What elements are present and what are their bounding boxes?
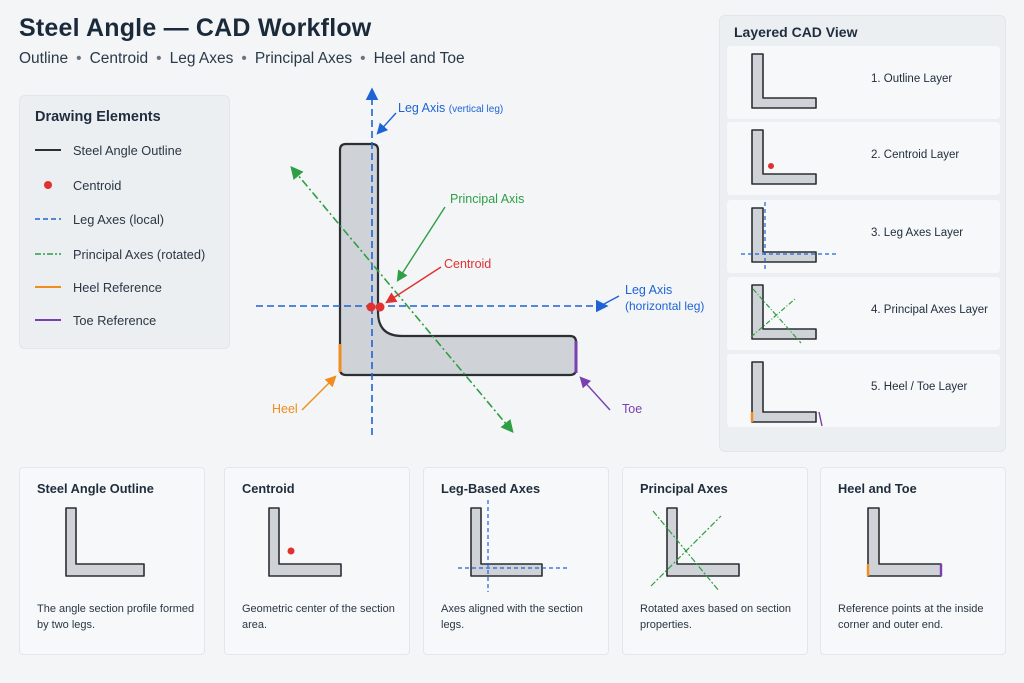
legend-title: Drawing Elements (35, 109, 161, 125)
subtitle-item-centroid: Centroid (89, 50, 149, 67)
card-title: Leg-Based Axes (441, 481, 541, 496)
layer-label: 1. Outline Layer (871, 73, 953, 85)
card-description: Axes aligned with the section legs. (441, 603, 583, 631)
principal-axes-layer-thumbnail (750, 284, 817, 344)
leg-axis-horizontal-leader (603, 295, 620, 305)
leg-axis-vertical-label: Leg Axis (vertical leg) (398, 101, 503, 115)
subtitle-item-outline: Outline (19, 50, 69, 67)
card-title: Steel Angle Outline (37, 481, 154, 496)
legend-label: Toe Reference (73, 312, 157, 328)
legend-panel: Drawing Elements Steel Angle Outline Cen… (19, 95, 230, 349)
solid-line-swatch (35, 143, 61, 157)
legend-item-toe: Toe Reference (35, 310, 156, 330)
outline-thumbnail (65, 507, 145, 577)
heel-toe-thumbnail (866, 507, 943, 577)
card-heel-and-toe: Heel and Toe Reference points at the ins… (820, 467, 1006, 655)
separator-dot: • (241, 50, 247, 67)
centroid-layer-thumbnail (751, 129, 817, 185)
leg-axis-vertical-leader (376, 112, 397, 135)
card-description: The angle section profile formed by two … (37, 603, 195, 631)
heel-toe-layer-thumbnail (750, 361, 823, 427)
card-description: Geometric center of the section area. (242, 603, 395, 631)
card-steel-angle-outline: Steel Angle Outline The angle section pr… (19, 467, 205, 655)
layer-card-leg-axes: 3. Leg Axes Layer (727, 200, 1000, 273)
centroid-label: Centroid (444, 257, 491, 271)
leg-axes-thumbnail (458, 500, 570, 592)
legend-label: Steel Angle Outline (73, 142, 182, 158)
card-title: Centroid (242, 481, 295, 496)
principal-axis-leader (396, 206, 446, 282)
orange-line-swatch (35, 280, 61, 294)
subtitle-item-leg-axes: Leg Axes (169, 50, 234, 67)
legend-label: Principal Axes (rotated) (73, 246, 206, 262)
outline-layer-thumbnail (751, 53, 817, 109)
separator-dot: • (76, 50, 82, 67)
principal-axis (290, 166, 514, 433)
card-leg-based-axes: Leg-Based Axes Axes aligned with the sec… (423, 467, 609, 655)
dashed-line-swatch (35, 212, 61, 226)
layer-card-outline: 1. Outline Layer (727, 46, 1000, 119)
principal-axes-thumbnail (650, 507, 740, 592)
main-angle-diagram: Leg Axis (vertical leg) Principal Axis C… (256, 87, 704, 435)
page-subtitle: Outline • Centroid • Leg Axes • Principal Axes… (19, 50, 465, 68)
layers-title: Layered CAD View (734, 24, 858, 40)
leg-axis-horizontal-note: (horizontal leg) (625, 299, 704, 313)
card-description: Rotated axes based on section properties… (640, 603, 792, 631)
subtitle-item-principal-axes: Principal Axes (254, 50, 353, 67)
separator-dot: • (156, 50, 162, 67)
layer-label: 2. Centroid Layer (871, 149, 960, 161)
card-title: Principal Axes (640, 481, 728, 496)
page-title: Steel Angle — CAD Workflow (19, 14, 372, 42)
layered-cad-view-panel: Layered CAD View 1. Outline Layer 2. Cen… (719, 15, 1006, 452)
separator-dot: • (360, 50, 366, 67)
legend-label: Centroid (73, 177, 122, 193)
leg-axis-horizontal-label: Leg Axis (625, 283, 672, 297)
principal-axis-label: Principal Axis (450, 192, 524, 206)
dashdot-line-swatch (35, 247, 61, 261)
heel-label: Heel (272, 402, 298, 416)
layer-card-heel-toe: 5. Heel / Toe Layer (727, 354, 1000, 427)
legend-item-heel: Heel Reference (35, 277, 162, 297)
toe-leader (579, 376, 611, 411)
red-dot-swatch (35, 178, 61, 192)
legend-label: Heel Reference (73, 279, 162, 295)
subtitle-item-heel-toe: Heel and Toe (373, 50, 465, 67)
legend-item-leg-axes: Leg Axes (local) (35, 209, 164, 229)
heel-leader (301, 375, 337, 411)
toe-label: Toe (622, 402, 642, 416)
layer-label: 4. Principal Axes Layer (871, 304, 988, 316)
card-title: Heel and Toe (838, 481, 917, 496)
centroid-thumbnail (268, 507, 342, 577)
centroid-point (375, 302, 385, 312)
card-description: Reference points at the inside corner an… (838, 603, 984, 631)
layer-label: 5. Heel / Toe Layer (871, 381, 968, 393)
legend-item-outline: Steel Angle Outline (35, 140, 182, 160)
centroid-point (366, 302, 376, 312)
legend-item-centroid: Centroid (35, 175, 121, 195)
layer-card-centroid: 2. Centroid Layer (727, 122, 1000, 195)
purple-line-swatch (35, 313, 61, 327)
card-centroid: Centroid Geometric center of the section… (224, 467, 410, 655)
centroid-leader (385, 266, 442, 304)
legend-label: Leg Axes (local) (73, 211, 165, 227)
card-principal-axes: Principal Axes Rotated axes based on sec… (622, 467, 808, 655)
legend-item-principal-axes: Principal Axes (rotated) (35, 244, 205, 264)
layer-label: 3. Leg Axes Layer (871, 227, 964, 239)
layer-card-principal-axes: 4. Principal Axes Layer (727, 277, 1000, 350)
leg-axes-layer-thumbnail (741, 202, 837, 270)
